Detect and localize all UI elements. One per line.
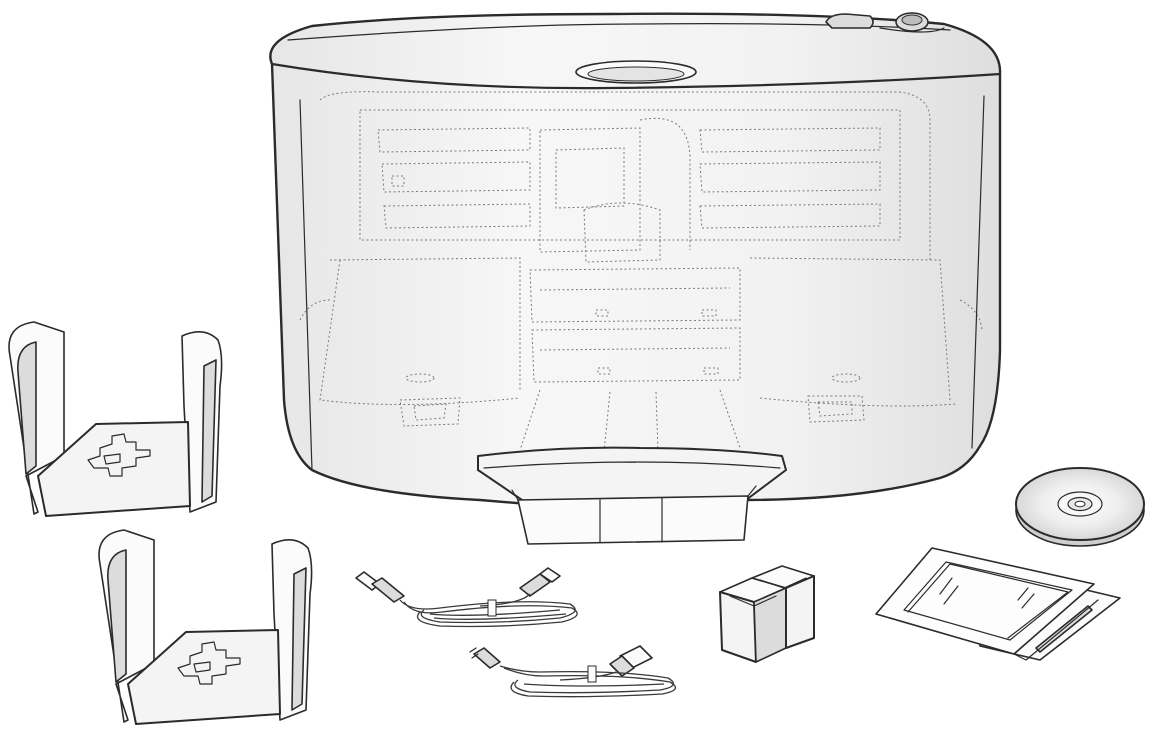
usb-cable xyxy=(355,567,578,628)
disc-bin-lower xyxy=(98,529,313,725)
cd-icon xyxy=(1015,467,1145,547)
documentation-pack xyxy=(875,547,1121,661)
document-icon xyxy=(875,547,1121,661)
disc-publisher xyxy=(269,12,1002,545)
ink-cartridges xyxy=(719,565,815,663)
internal-mechanism xyxy=(299,91,983,453)
software-disc xyxy=(1015,467,1145,547)
disc-publisher-icon xyxy=(269,12,1002,536)
output-tray xyxy=(477,446,787,545)
ink-cartridge-icon xyxy=(719,565,815,663)
disc-bin-icon xyxy=(8,321,223,517)
power-cord-icon xyxy=(469,645,677,698)
disc-bin-icon xyxy=(98,529,313,725)
disc-bin-upper xyxy=(8,321,223,517)
power-cord xyxy=(469,645,677,698)
usb-cable-icon xyxy=(355,567,578,628)
